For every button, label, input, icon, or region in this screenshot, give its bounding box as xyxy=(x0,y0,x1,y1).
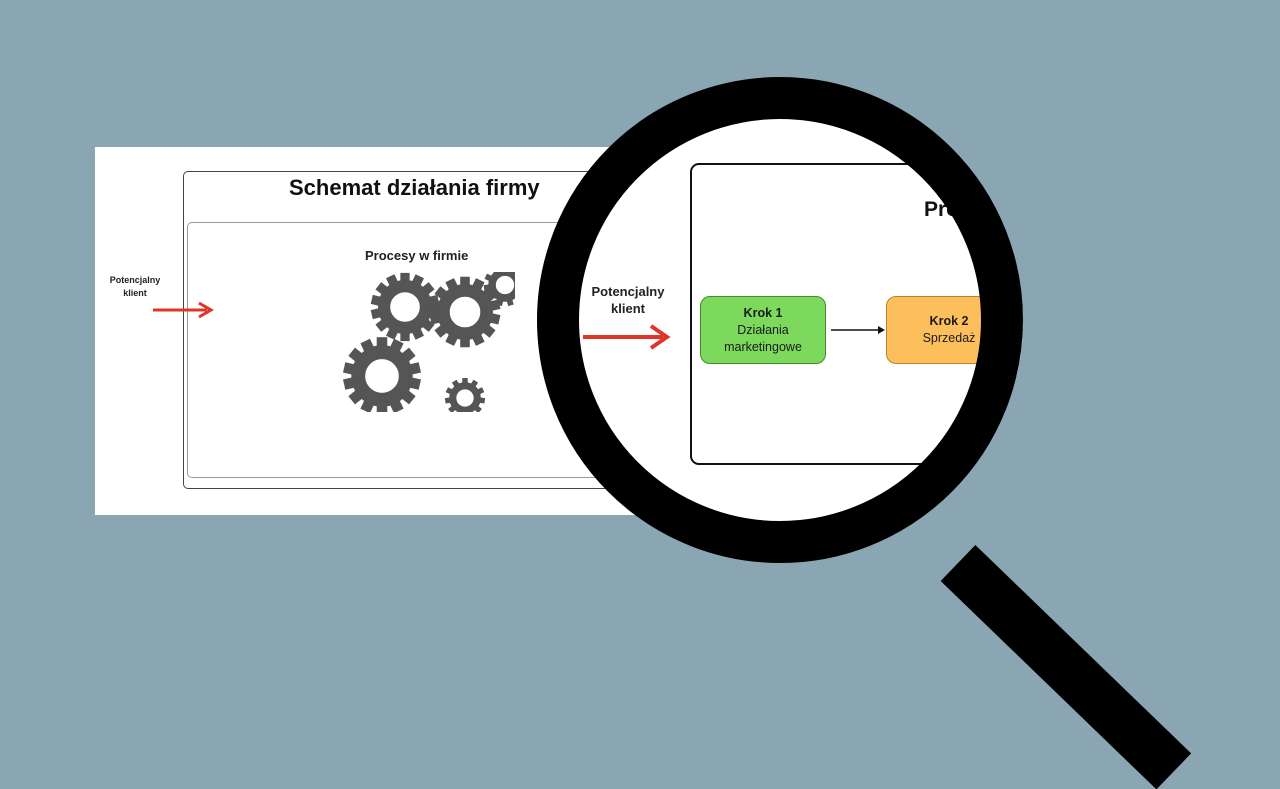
magnifier-handle xyxy=(941,545,1192,789)
magnifier-ring xyxy=(537,77,1023,563)
magnifier: Proces Potencjalny klient Krok 1 Działan… xyxy=(0,0,1280,720)
